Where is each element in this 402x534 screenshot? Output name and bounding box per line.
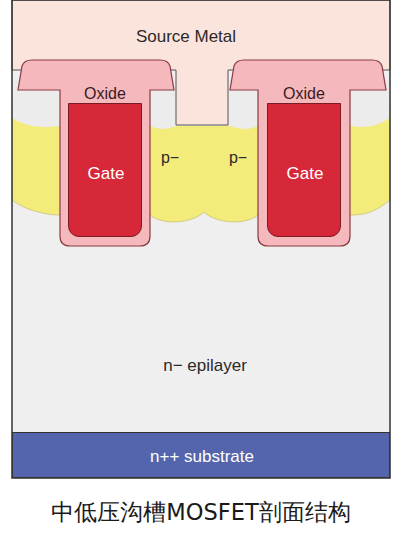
- epilayer-region: [12, 0, 390, 432]
- figure-caption: 中低压沟槽MOSFET剖面结构: [0, 497, 402, 528]
- p-body-label: p−: [220, 140, 256, 176]
- p-body-label-text: p−: [229, 149, 247, 167]
- source-metal-text: Source Metal: [136, 28, 236, 47]
- oxide-shape: [18, 60, 174, 246]
- gate-electrode-text: Gate: [287, 165, 324, 184]
- oxide-layer: OxideGate: [60, 62, 150, 246]
- die-outline: [12, 0, 390, 478]
- oxide-shape: [230, 60, 386, 246]
- oxide-layer: OxideGate: [258, 62, 350, 246]
- substrate-band-text: n++ substrate: [150, 448, 254, 467]
- epilayer: n− epilayer: [12, 250, 390, 432]
- oxide-layer-text: Oxide: [283, 85, 325, 103]
- gate-electrode: Gate: [68, 103, 142, 237]
- gate-electrode-text: Gate: [88, 165, 125, 184]
- p-body-label: p−: [152, 140, 188, 176]
- epilayer-text: n− epilayer: [163, 357, 247, 376]
- gate-electrode: Gate: [267, 103, 341, 237]
- oxide-layer-text: Oxide: [84, 85, 126, 103]
- substrate-band: n++ substrate: [12, 432, 390, 478]
- p-body-label-text: p−: [161, 149, 179, 167]
- source-metal: Source Metal: [12, 0, 390, 60]
